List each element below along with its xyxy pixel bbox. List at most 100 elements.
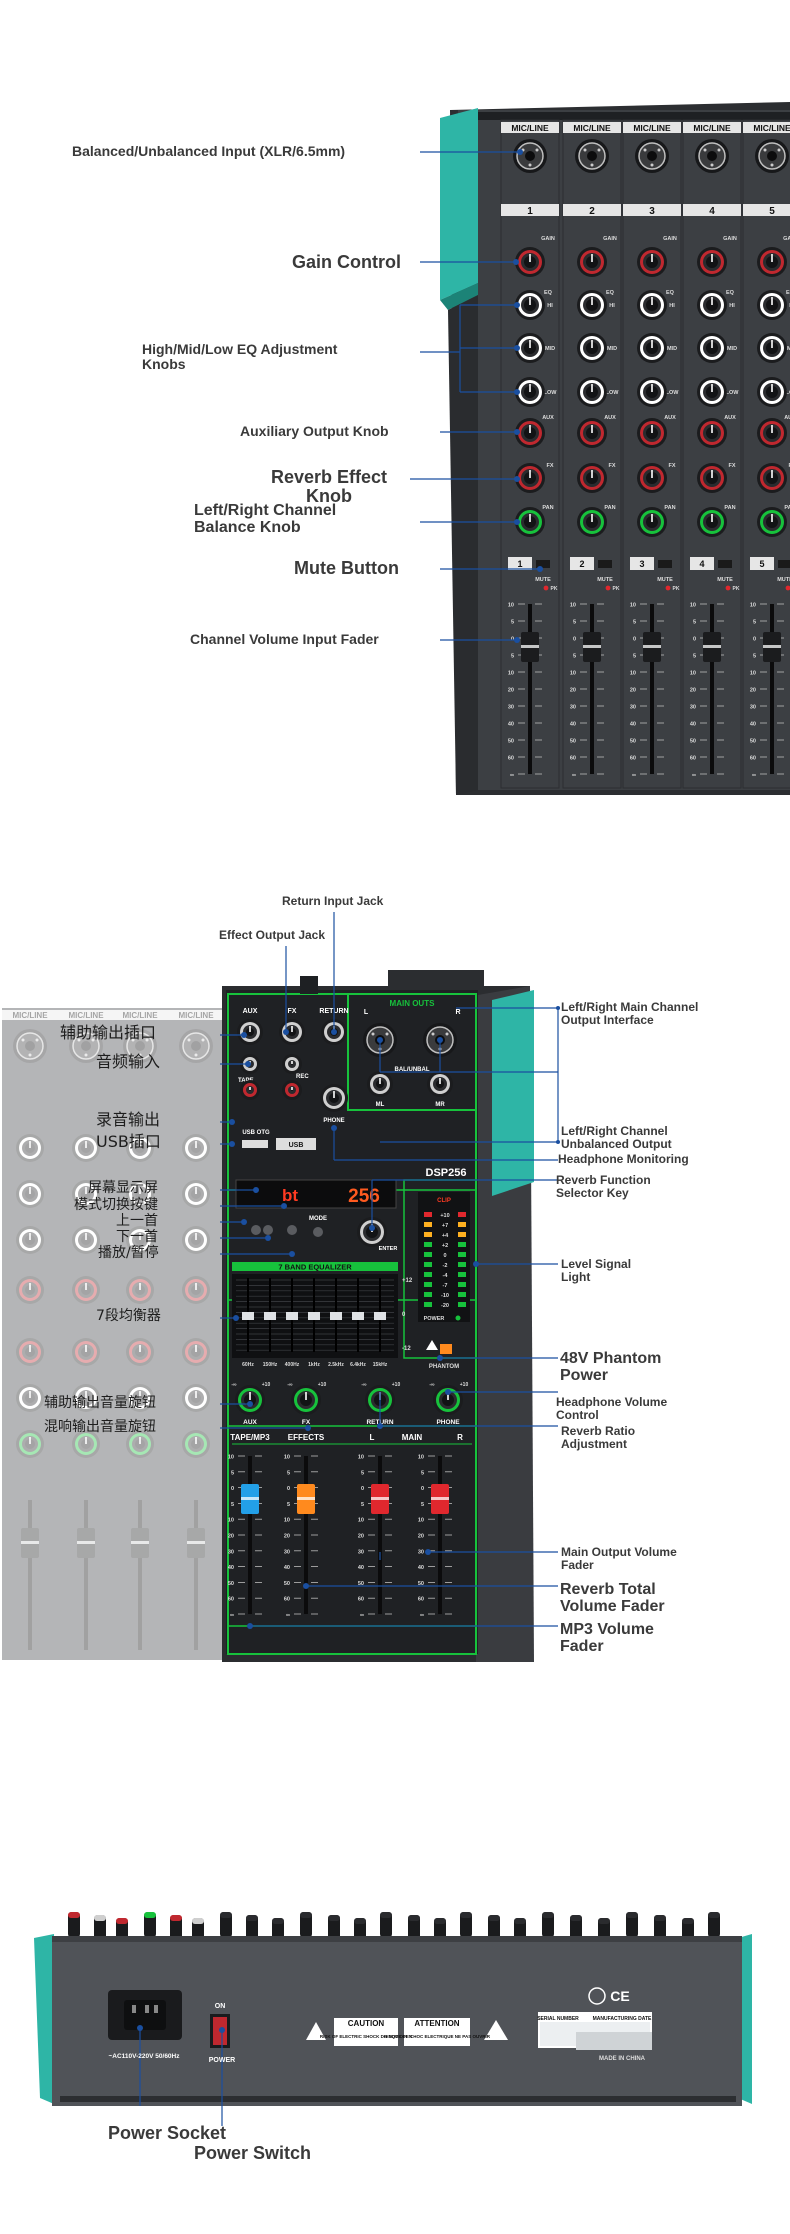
faded-fader[interactable] <box>21 1500 39 1650</box>
mute-button[interactable] <box>570 557 594 570</box>
aux-knob[interactable] <box>757 418 787 448</box>
mode-button[interactable] <box>313 1227 323 1237</box>
fader-scale-label: ∞ <box>360 1613 364 1619</box>
fx-knob[interactable] <box>697 463 727 493</box>
fx-knob[interactable] <box>515 463 545 493</box>
meter-led-right <box>458 1262 466 1267</box>
mute-label: MUTE <box>597 577 613 583</box>
master-knob[interactable] <box>235 1385 265 1415</box>
fader-scale-label: 60 <box>418 1597 424 1603</box>
eq-slider-cap[interactable] <box>308 1312 320 1320</box>
faded-fader[interactable] <box>131 1500 149 1650</box>
eq-slider-cap[interactable] <box>330 1312 342 1320</box>
eq-low-knob[interactable] <box>577 377 607 407</box>
aux-knob[interactable] <box>577 418 607 448</box>
fader-scale-label: ∞ <box>632 773 636 779</box>
eq-low-knob[interactable] <box>697 377 727 407</box>
eq-low-knob[interactable] <box>637 377 667 407</box>
eq-hi-knob[interactable] <box>515 290 545 320</box>
gain-knob[interactable] <box>577 247 607 277</box>
gain-label: GAIN <box>783 236 790 242</box>
eq-slider-cap[interactable] <box>264 1312 276 1320</box>
mid-label: MID <box>667 346 677 352</box>
faded-knob <box>126 1226 154 1254</box>
mute-button[interactable] <box>508 557 532 570</box>
low-label: LOW <box>606 390 620 396</box>
pan-knob[interactable] <box>577 507 607 537</box>
faded-knob <box>182 1338 210 1366</box>
channel-number: 4 <box>709 206 715 217</box>
mute-button-number: 1 <box>517 559 522 569</box>
eq-slider-cap[interactable] <box>286 1312 298 1320</box>
fader-scale-label: 10 <box>630 671 636 677</box>
reverb-selector-knob[interactable] <box>357 1217 387 1247</box>
fx-knob[interactable] <box>577 463 607 493</box>
media-button[interactable] <box>287 1225 297 1235</box>
eq-mid-knob[interactable] <box>697 333 727 363</box>
faded-fader[interactable] <box>77 1500 95 1650</box>
eq-hi-knob[interactable] <box>577 290 607 320</box>
eq-freq-label: 1kHz <box>308 1362 320 1368</box>
meter-scale-label: -7 <box>443 1283 448 1289</box>
eq-slider-cap[interactable] <box>242 1312 254 1320</box>
callout-dots-s3 <box>137 2025 225 2033</box>
fader-scale-label: 20 <box>418 1534 424 1540</box>
pk-label: PK <box>673 586 680 592</box>
aux-knob[interactable] <box>515 418 545 448</box>
pan-knob[interactable] <box>757 507 787 537</box>
pan-knob[interactable] <box>697 507 727 537</box>
mid-label: MID <box>727 346 737 352</box>
label-cn-eq: 7段均衡器 <box>96 1308 161 1324</box>
eq-slider-cap[interactable] <box>352 1312 364 1320</box>
fx-knob[interactable] <box>757 463 787 493</box>
mute-button[interactable] <box>750 557 774 570</box>
pan-knob[interactable] <box>515 507 545 537</box>
mute-button[interactable] <box>630 557 654 570</box>
media-button[interactable] <box>263 1225 273 1235</box>
gain-knob[interactable] <box>637 247 667 277</box>
phantom-switch[interactable] <box>440 1344 452 1354</box>
master-knob[interactable] <box>291 1385 321 1415</box>
meter-led-left <box>424 1212 432 1217</box>
eq-hi-knob[interactable] <box>697 290 727 320</box>
fader-scale-label: 5 <box>231 1470 234 1476</box>
pan-knob[interactable] <box>637 507 667 537</box>
mute-button-number: 5 <box>759 559 764 569</box>
caution-text: RISK OF ELECTRIC SHOCK DO NOT OPEN <box>320 2034 412 2039</box>
pk-label: PK <box>733 586 740 592</box>
aux-knob[interactable] <box>697 418 727 448</box>
aux-knob[interactable] <box>637 418 667 448</box>
eq-slider-cap[interactable] <box>374 1312 386 1320</box>
callout-dots-s1 <box>513 149 543 643</box>
fx-knob[interactable] <box>637 463 667 493</box>
media-button[interactable] <box>251 1225 261 1235</box>
eq-hi-knob[interactable] <box>637 290 667 320</box>
gain-knob[interactable] <box>757 247 787 277</box>
mute-button[interactable] <box>690 557 714 570</box>
eq-mid-knob[interactable] <box>757 333 787 363</box>
eq-mid-knob[interactable] <box>577 333 607 363</box>
master-knob[interactable] <box>433 1385 463 1415</box>
caution-label: CAUTION <box>348 2019 385 2028</box>
gain-knob[interactable] <box>515 247 545 277</box>
eq-low-knob[interactable] <box>757 377 787 407</box>
gain-knob[interactable] <box>697 247 727 277</box>
eq-scale-label: +12 <box>402 1278 413 1284</box>
xlr-input-jack <box>755 139 789 173</box>
eq-hi-knob[interactable] <box>757 290 787 320</box>
faded-knob <box>16 1276 44 1304</box>
faded-fader[interactable] <box>187 1500 205 1650</box>
eq-mid-knob[interactable] <box>515 333 545 363</box>
eq-mid-knob[interactable] <box>637 333 667 363</box>
eq-low-knob[interactable] <box>515 377 545 407</box>
